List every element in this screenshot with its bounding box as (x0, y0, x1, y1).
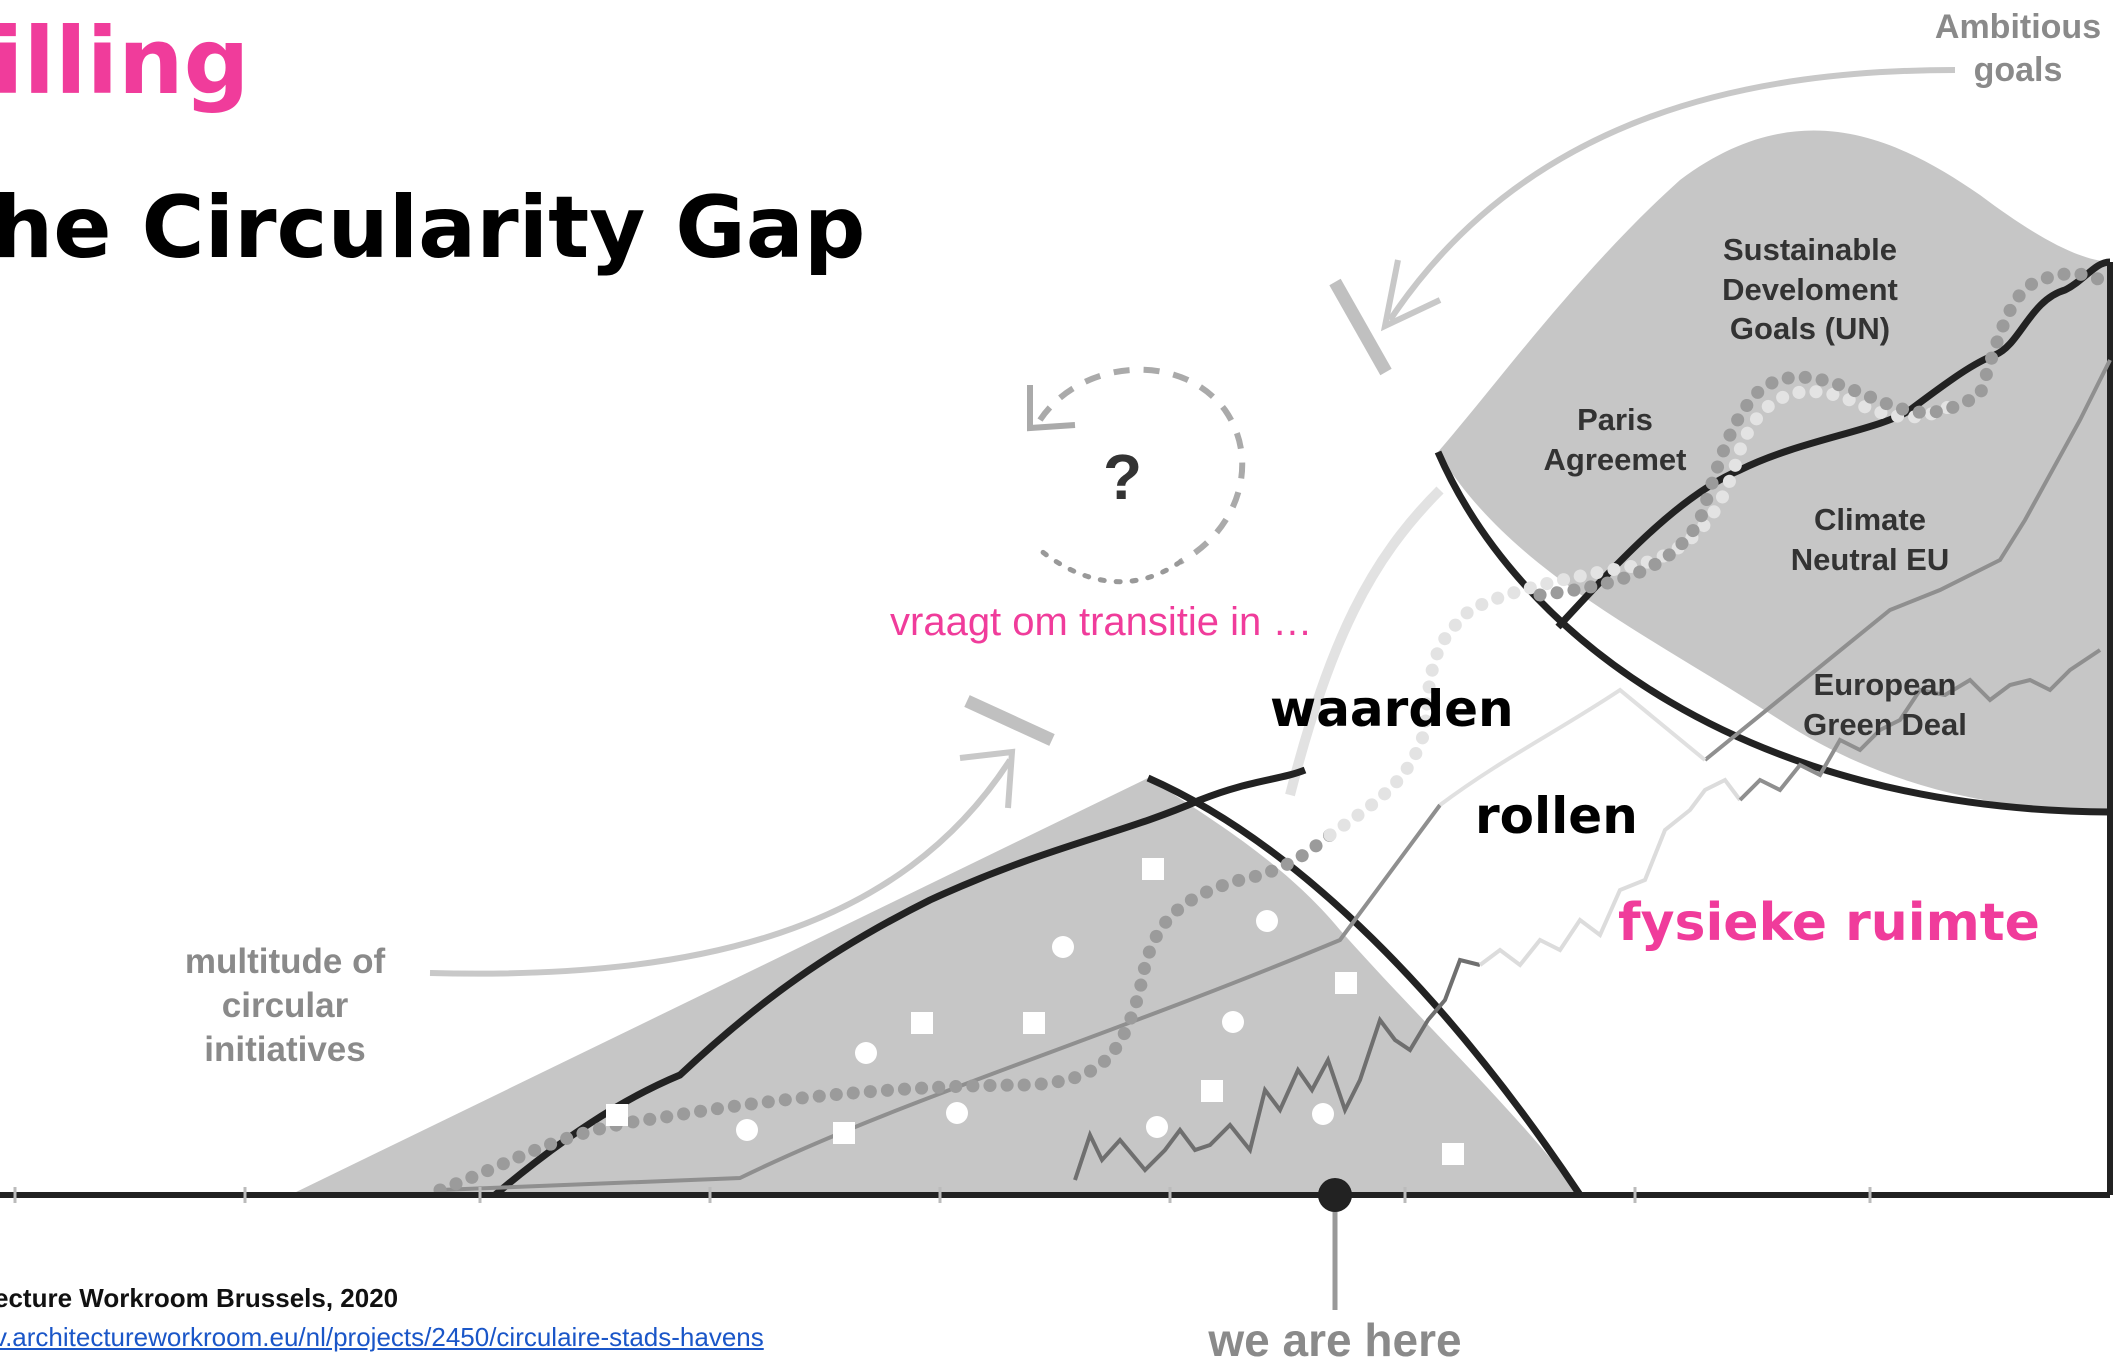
small-cone-curve (492, 766, 1307, 1198)
big-cone-curve (1555, 258, 2111, 630)
big-cone-dotted (1533, 267, 2117, 602)
we-are-here-label: we are here (1208, 1314, 1462, 1366)
source-credit: ecture Workroom Brussels, 2020 (0, 1283, 399, 1313)
initiatives-arrow (429, 758, 1013, 977)
goals-arrow (1387, 67, 1956, 322)
we-are-here-marker (1318, 1178, 1352, 1212)
title-line-1: illing (0, 8, 250, 115)
ambitious-goals-cone (1438, 130, 2110, 813)
initiative-markers (606, 858, 1464, 1165)
rollen-label: rollen (1475, 787, 1638, 845)
fysieke-ruimte-label: fysieke ruimte (1618, 893, 2040, 953)
big-cone-arc (1434, 450, 2111, 816)
small-cone-arc (1146, 774, 1583, 1197)
jagged-line (1073, 957, 1481, 1181)
source-link[interactable]: v.architectureworkroom.eu/nl/projects/24… (0, 1322, 764, 1352)
vraagt-label: vraagt om transitie in … (890, 600, 1313, 644)
title-line-2: he Circularity Gap (0, 178, 866, 278)
waarden-label: waarden (1270, 680, 1514, 738)
question-cycle (1037, 366, 1246, 565)
question-mark: ? (1103, 441, 1143, 513)
circular-initiatives-cone (290, 778, 1580, 1195)
